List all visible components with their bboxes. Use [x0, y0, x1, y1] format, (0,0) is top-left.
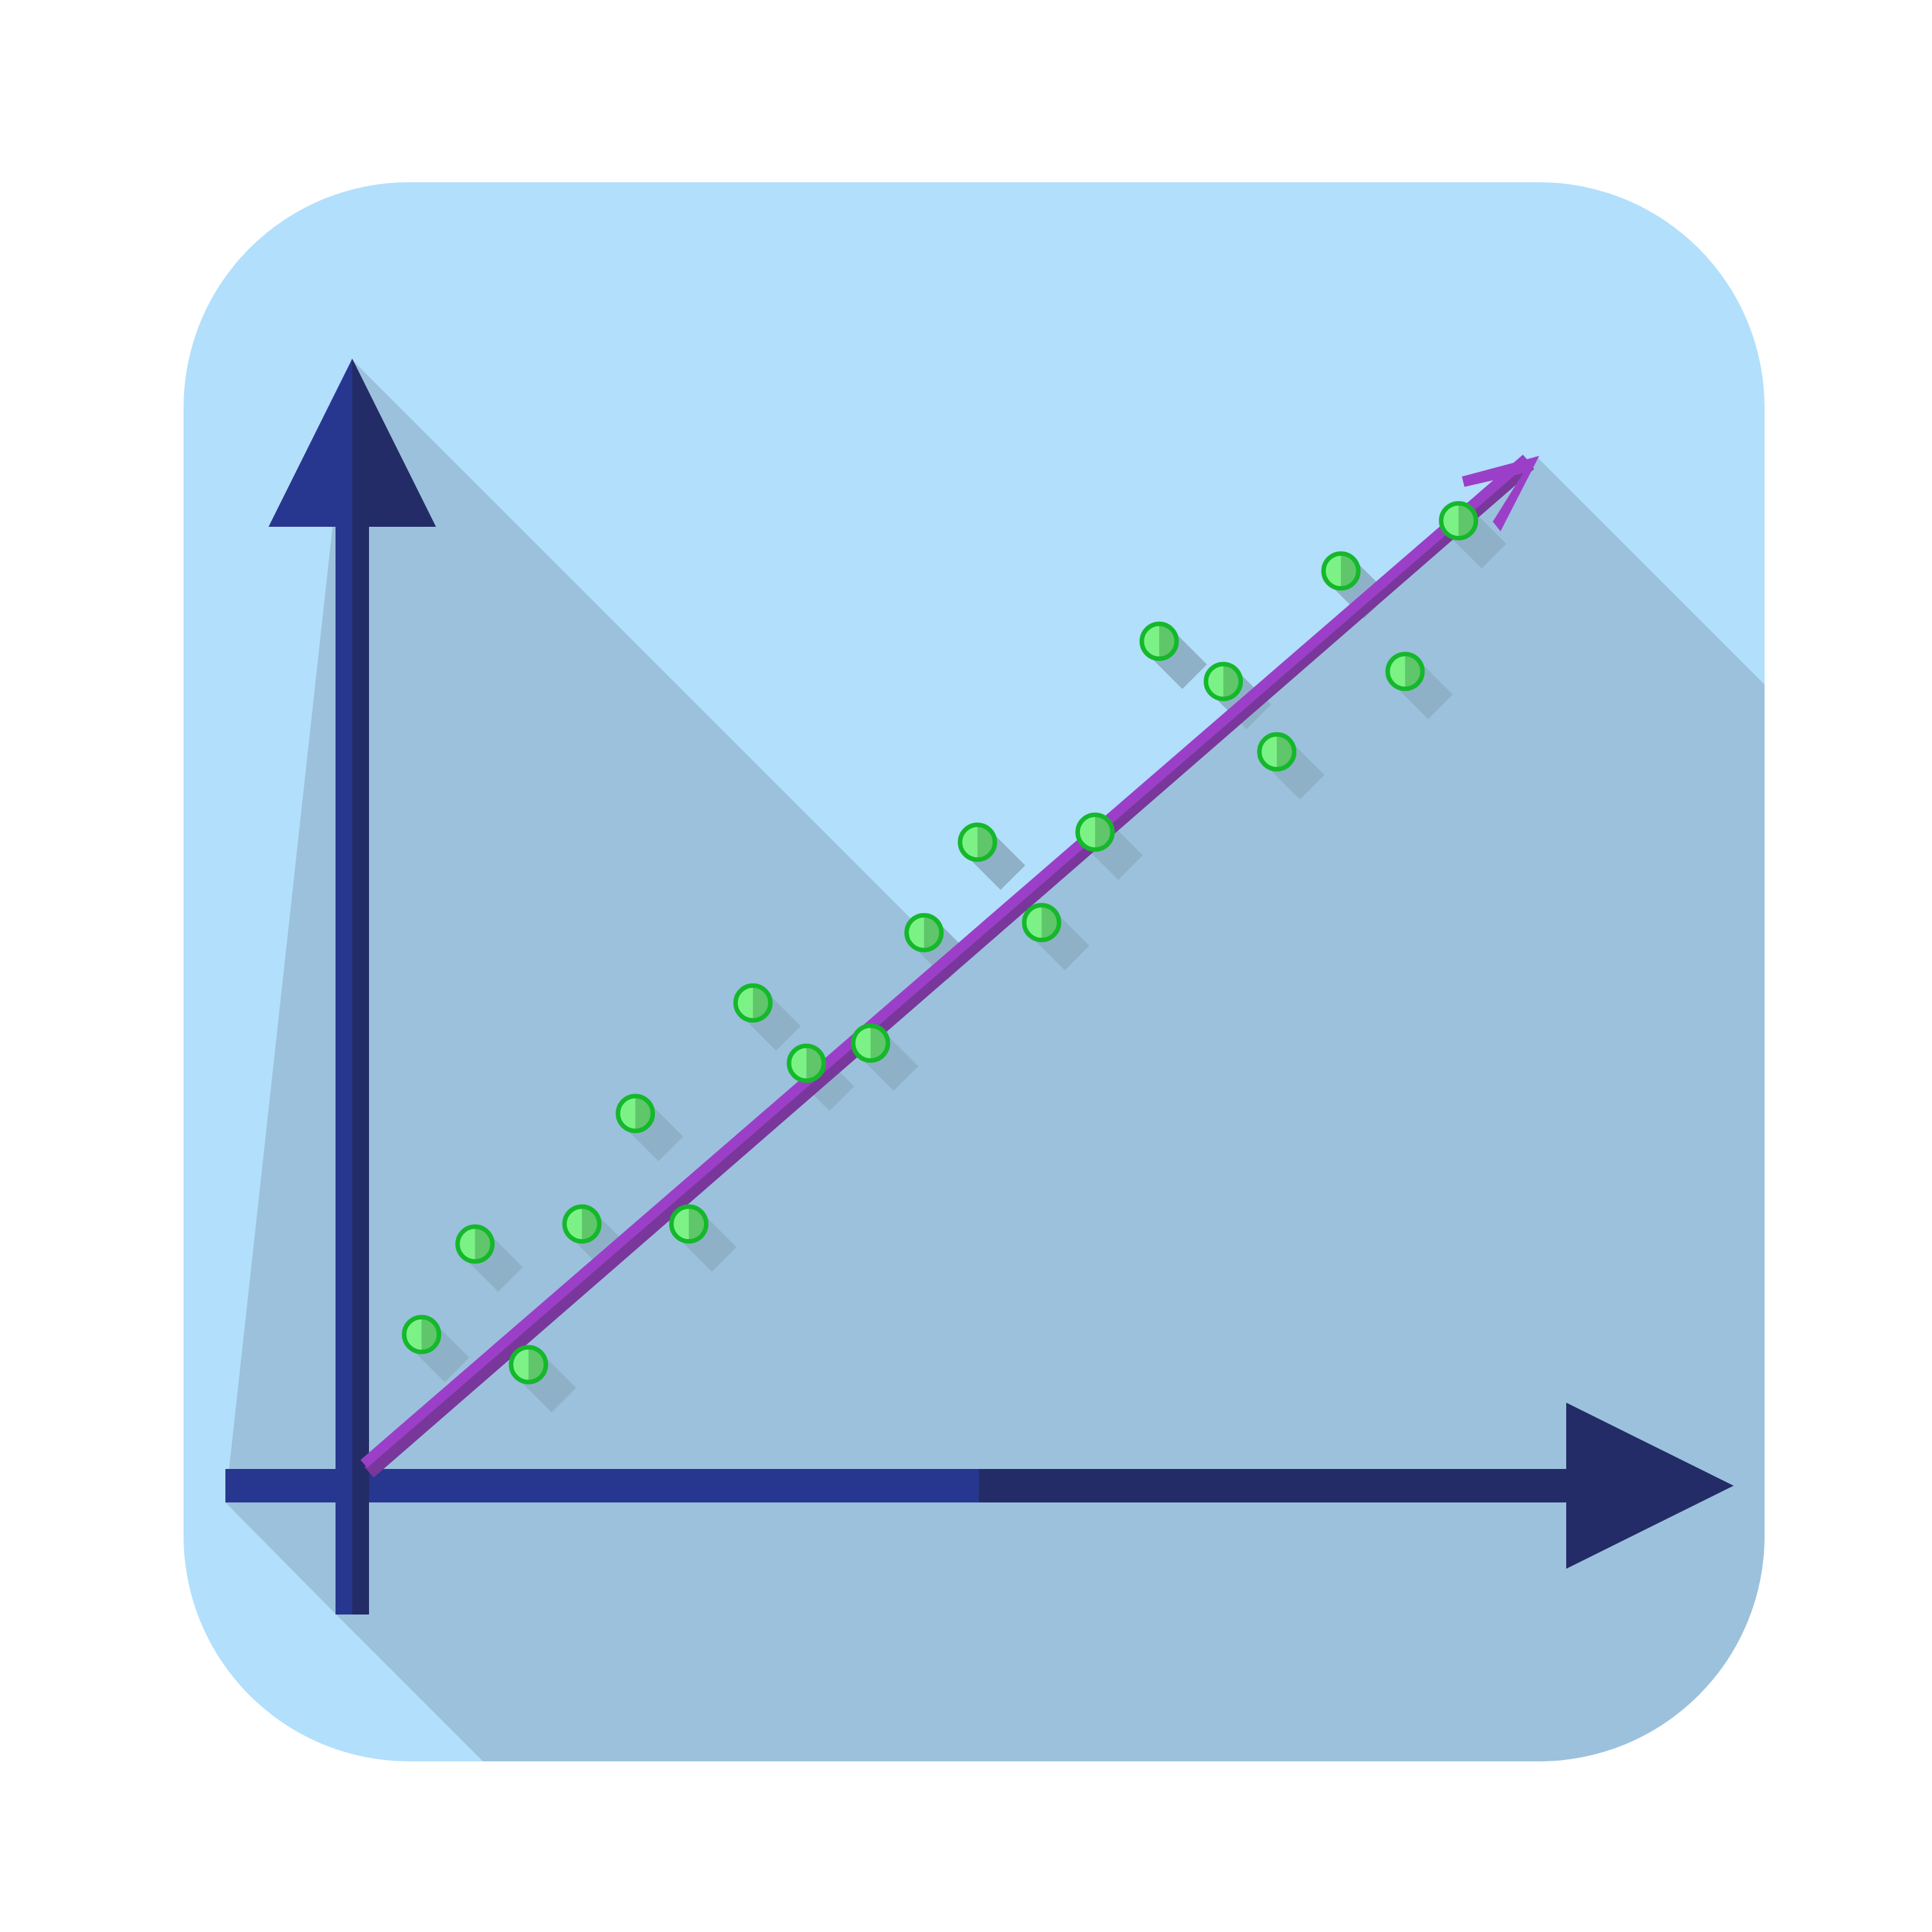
data-points — [402, 501, 1479, 1385]
data-point — [616, 1094, 656, 1133]
data-point-outline — [509, 1345, 549, 1385]
data-point-outline — [455, 1224, 495, 1264]
trend-line — [360, 454, 1530, 1468]
data-point-outline — [1075, 812, 1115, 852]
trend-line-shade — [364, 458, 1535, 1478]
data-point — [1257, 732, 1297, 772]
data-point — [1204, 661, 1244, 701]
data-point — [1321, 551, 1361, 591]
y-axis-arrow — [269, 359, 436, 1615]
data-point — [562, 1204, 602, 1244]
long-shadow — [225, 359, 1765, 1761]
trend-arrowhead-icon — [1462, 456, 1539, 531]
data-point — [904, 913, 944, 952]
y-axis-arrowhead-right-icon — [352, 359, 436, 527]
y-axis-bar-left — [336, 515, 352, 1615]
data-point — [1385, 652, 1425, 692]
data-point — [851, 1023, 891, 1063]
y-axis-bar-right — [352, 515, 369, 1615]
data-point — [958, 822, 998, 862]
data-point-outline — [786, 1043, 826, 1083]
data-point — [733, 983, 773, 1023]
data-point-outline — [958, 822, 998, 862]
data-point-outline — [1204, 661, 1244, 701]
data-point — [1139, 621, 1179, 661]
data-point-outline — [1139, 621, 1179, 661]
data-point — [1021, 903, 1061, 943]
long-shadow-shape — [225, 359, 1765, 1761]
data-point-outline — [1321, 551, 1361, 591]
data-point — [786, 1043, 826, 1083]
data-point — [669, 1204, 709, 1244]
trend-line-arrow — [360, 454, 1539, 1478]
data-point-outline — [851, 1023, 891, 1063]
data-point-outline — [402, 1314, 442, 1354]
data-point-outline — [733, 983, 773, 1023]
data-point-outline — [1257, 732, 1297, 772]
data-point-outline — [1439, 501, 1479, 541]
data-point-outline — [1385, 652, 1425, 692]
data-point — [402, 1314, 442, 1354]
data-point — [1439, 501, 1479, 541]
data-point-outline — [1021, 903, 1061, 943]
data-point-outline — [904, 913, 944, 952]
y-axis-arrowhead-left-icon — [269, 359, 352, 527]
data-point — [455, 1224, 495, 1264]
data-point-outline — [562, 1204, 602, 1244]
x-axis-arrowhead-icon — [1566, 1403, 1734, 1569]
data-point — [509, 1345, 549, 1385]
x-axis-bar-right — [979, 1469, 1571, 1502]
data-point — [1075, 812, 1115, 852]
data-point-outline — [669, 1204, 709, 1244]
data-point-outline — [616, 1094, 656, 1133]
